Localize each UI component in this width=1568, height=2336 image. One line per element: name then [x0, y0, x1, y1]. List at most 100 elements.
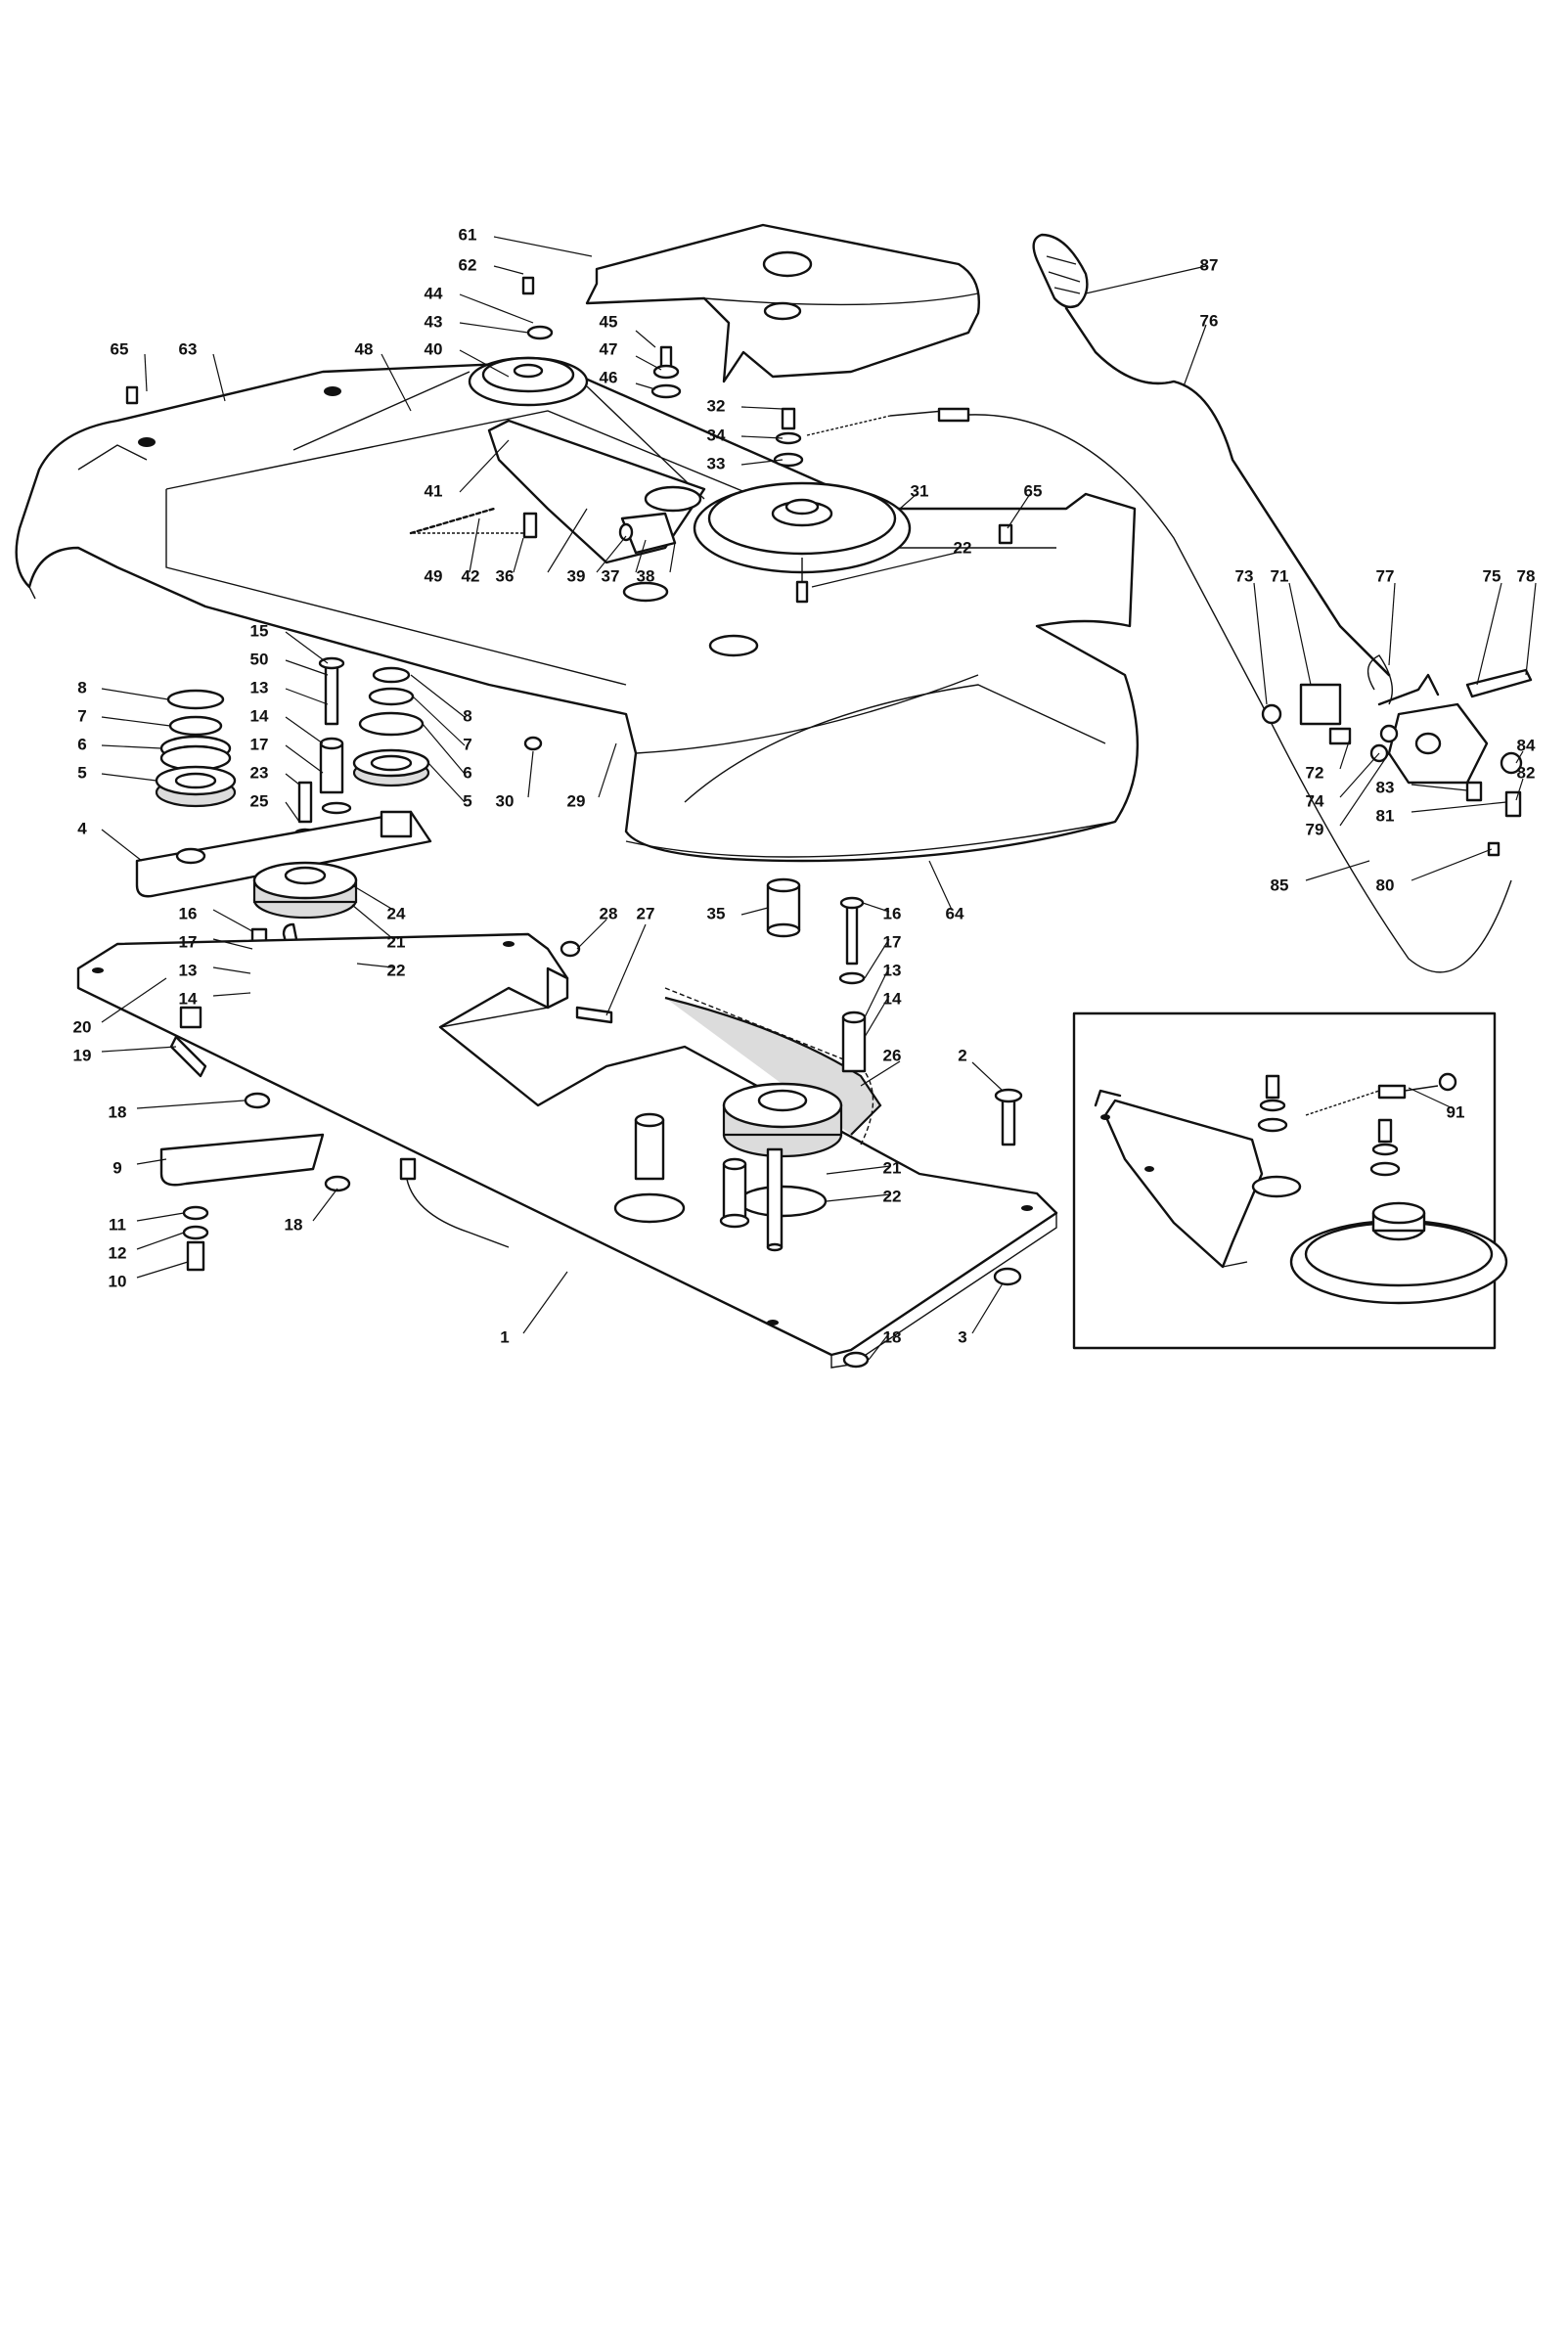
part-label-22: 22	[954, 538, 972, 557]
part-label-78: 78	[1517, 566, 1536, 585]
part-label-64: 64	[946, 904, 964, 922]
part-label-15: 15	[250, 621, 269, 640]
part-label-18: 18	[883, 1327, 902, 1346]
part-label-63: 63	[179, 339, 198, 358]
part-label-48: 48	[355, 339, 374, 358]
part-label-25: 25	[250, 791, 269, 810]
part-label-65: 65	[1024, 481, 1043, 500]
part-label-8: 8	[77, 678, 86, 696]
upper-pulley-set	[292, 356, 912, 604]
part-label-80: 80	[1376, 876, 1395, 894]
part-label-23: 23	[250, 763, 269, 782]
part-label-17: 17	[883, 932, 902, 951]
part-label-38: 38	[637, 566, 655, 585]
part-label-73: 73	[1235, 566, 1254, 585]
part-label-14: 14	[250, 706, 269, 725]
part-label-24: 24	[387, 904, 406, 922]
inset-detail	[1072, 1011, 1508, 1350]
part-label-19: 19	[73, 1046, 92, 1064]
part-label-18: 18	[109, 1102, 127, 1121]
part-label-43: 43	[425, 312, 443, 331]
part-label-12: 12	[109, 1243, 127, 1262]
part-label-83: 83	[1376, 778, 1395, 796]
part-label-35: 35	[707, 904, 726, 922]
part-label-65: 65	[111, 339, 129, 358]
part-label-45: 45	[600, 312, 618, 331]
part-label-28: 28	[600, 904, 618, 922]
lever-bracket	[1261, 654, 1533, 857]
deck-cover	[15, 360, 1139, 863]
part-label-22: 22	[883, 1187, 902, 1205]
part-label-30: 30	[496, 791, 515, 810]
part-label-20: 20	[73, 1017, 92, 1036]
part-label-7: 7	[463, 735, 471, 753]
part-label-1: 1	[500, 1327, 509, 1346]
part-label-5: 5	[463, 791, 471, 810]
part-label-6: 6	[77, 735, 86, 753]
part-label-11: 11	[109, 1215, 126, 1234]
part-label-8: 8	[463, 706, 471, 725]
part-label-13: 13	[179, 961, 198, 979]
part-label-41: 41	[425, 481, 443, 500]
part-label-85: 85	[1271, 876, 1289, 894]
part-label-46: 46	[600, 368, 618, 386]
part-label-36: 36	[496, 566, 515, 585]
part-label-81: 81	[1376, 806, 1395, 825]
part-label-74: 74	[1306, 791, 1324, 810]
part-label-33: 33	[707, 454, 726, 472]
middle-bearing-stack	[293, 656, 430, 839]
part-label-16: 16	[179, 904, 198, 922]
hardware	[125, 276, 1023, 1369]
part-label-5: 5	[77, 763, 86, 782]
part-label-29: 29	[567, 791, 586, 810]
part-label-21: 21	[387, 932, 406, 951]
part-label-47: 47	[600, 339, 618, 358]
part-label-44: 44	[425, 284, 443, 302]
part-label-13: 13	[250, 678, 269, 696]
part-label-16: 16	[883, 904, 902, 922]
part-label-39: 39	[567, 566, 586, 585]
part-label-37: 37	[602, 566, 620, 585]
part-label-72: 72	[1306, 763, 1324, 782]
part-label-50: 50	[250, 650, 269, 668]
control-lever	[1032, 233, 1391, 677]
part-label-7: 7	[77, 706, 86, 725]
part-label-17: 17	[250, 735, 269, 753]
part-label-21: 21	[883, 1158, 902, 1177]
part-label-3: 3	[958, 1327, 966, 1346]
part-label-22: 22	[387, 961, 406, 979]
part-label-2: 2	[958, 1046, 966, 1064]
part-label-14: 14	[883, 989, 902, 1008]
part-label-32: 32	[707, 396, 726, 415]
leader-lines	[101, 236, 1537, 1361]
part-label-61: 61	[459, 225, 477, 244]
base-plate	[76, 932, 1058, 1369]
belt-cover	[585, 223, 980, 383]
part-label-91: 91	[1447, 1102, 1465, 1121]
part-label-9: 9	[112, 1158, 121, 1177]
part-label-42: 42	[462, 566, 480, 585]
part-label-84: 84	[1517, 736, 1536, 754]
tension-springs	[411, 407, 1512, 973]
part-label-62: 62	[459, 255, 477, 274]
part-label-77: 77	[1376, 566, 1395, 585]
part-label-76: 76	[1200, 311, 1219, 330]
part-label-82: 82	[1517, 763, 1536, 782]
part-label-10: 10	[109, 1272, 127, 1290]
part-label-87: 87	[1200, 255, 1219, 274]
left-bearing-stack	[155, 689, 237, 808]
part-label-79: 79	[1306, 820, 1324, 838]
part-label-34: 34	[707, 426, 726, 444]
part-label-40: 40	[425, 339, 443, 358]
part-label-26: 26	[883, 1046, 902, 1064]
part-label-71: 71	[1271, 566, 1289, 585]
part-label-27: 27	[637, 904, 655, 922]
part-label-13: 13	[883, 961, 902, 979]
part-label-31: 31	[911, 481, 929, 500]
part-label-6: 6	[463, 763, 471, 782]
part-label-17: 17	[179, 932, 198, 951]
part-label-49: 49	[425, 566, 443, 585]
part-label-18: 18	[285, 1215, 303, 1234]
part-label-75: 75	[1483, 566, 1501, 585]
